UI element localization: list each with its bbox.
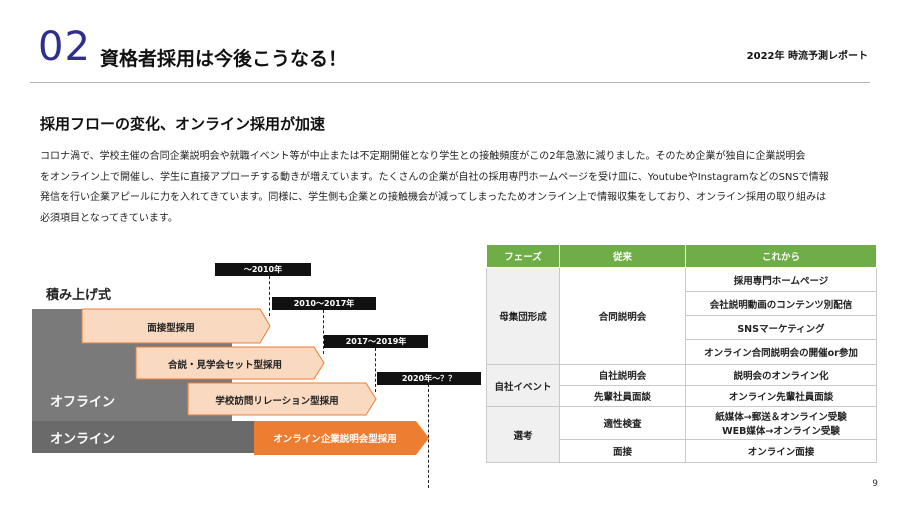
cell-future: SNSマーケティング xyxy=(685,315,877,340)
group-senko: 選考 xyxy=(486,406,560,463)
arrow-gakko xyxy=(187,382,377,416)
body-paragraph: コロナ渦で、学校主催の合同企業説明会や就職イベント等が中止または不定期開催となり… xyxy=(40,147,870,229)
cell-tekisei-future-line: 紙媒体→郵送＆オンライン受験 xyxy=(715,412,847,423)
timeline-line xyxy=(323,310,324,354)
page-number: 9 xyxy=(872,479,878,489)
era-label: ～2010年 xyxy=(215,263,311,276)
cell-jisha-online: 説明会のオンライン化 xyxy=(685,364,877,386)
cell-tekisei-future: 紙媒体→郵送＆オンライン受験 WEB媒体→オンライン受験 xyxy=(685,406,877,440)
cell-tekisei: 適性検査 xyxy=(559,406,686,440)
cell-tekisei-future-line: WEB媒体→オンライン受験 xyxy=(722,426,840,437)
header-divider xyxy=(30,82,870,83)
cell-senpai-online: オンライン先輩社員面談 xyxy=(685,385,877,407)
report-label: 2022年 時流予測レポート xyxy=(746,51,868,62)
cell-gousetsu: 合同説明会 xyxy=(559,267,686,365)
cell-mensetsu: 面接 xyxy=(559,439,686,463)
cell-future: オンライン合同説明会の開催or参加 xyxy=(685,339,877,365)
cell-jisha-setsumei: 自社説明会 xyxy=(559,364,686,386)
group-boshu: 母集団形成 xyxy=(486,267,560,365)
body-line: 必須項目となってきています。 xyxy=(40,212,178,224)
timeline-line xyxy=(428,384,429,488)
timeline-line xyxy=(375,348,376,392)
cell-senpai: 先輩社員面談 xyxy=(559,385,686,407)
cell-mensetsu-online: オンライン面接 xyxy=(685,439,877,463)
section-number: 02 xyxy=(38,24,91,70)
arrow-label-gakko: 学校訪問リレーション型採用 xyxy=(215,396,339,407)
col-header-phase: フェーズ xyxy=(486,244,560,268)
cell-future: 会社説明動画のコンテンツ別配信 xyxy=(685,291,877,316)
stack-label: 積み上げ式 xyxy=(46,288,112,303)
timeline-line xyxy=(269,276,270,316)
arrow-label-online: オンライン企業説明会型採用 xyxy=(273,434,397,445)
flow-arrows xyxy=(81,308,429,455)
page-title: 資格者採用は今後こうなる！ xyxy=(100,48,348,70)
recruitment-flow-diagram: 積み上げ式 オフライン オンライン 面接型採用 合説・見学会セット型採用 学校訪… xyxy=(32,262,481,492)
arrow-online xyxy=(254,421,429,455)
body-line: コロナ渦で、学校主催の合同企業説明会や就職イベント等が中止または不定期開催となり… xyxy=(40,151,806,162)
col-header-before: 従来 xyxy=(559,244,686,268)
arrow-gousetsu xyxy=(135,346,325,380)
cell-future: 採用専門ホームページ xyxy=(685,267,877,292)
group-jisha: 自社イベント xyxy=(486,364,560,407)
comparison-table: フェーズ 従来 これから 母集団形成 合同説明会 採用専門ホームページ 会社説明… xyxy=(486,244,877,463)
arrow-label-gousetsu: 合説・見学会セット型採用 xyxy=(167,360,282,371)
offline-label: オフライン xyxy=(50,395,116,410)
arrow-label-mensetsu: 面接型採用 xyxy=(147,323,195,334)
online-band xyxy=(32,421,254,453)
section-title: 採用フローの変化、オンライン採用が加速 xyxy=(40,115,326,133)
online-label: オンライン xyxy=(50,432,116,447)
arrow-mensetsu xyxy=(81,308,271,344)
era-label: 2020年～？？ xyxy=(377,372,481,385)
body-line: をオンライン上で開催し、学生に直接アプローチする動きが増えています。たくさんの企… xyxy=(40,171,829,183)
era-label: 2010～2017年 xyxy=(272,297,376,310)
body-line: 発信を行い企業アピールに力を入れてきています。同様に、学生側も企業との接触機会が… xyxy=(40,192,827,203)
col-header-after: これから xyxy=(685,244,877,268)
era-label: 2017～2019年 xyxy=(324,335,428,348)
